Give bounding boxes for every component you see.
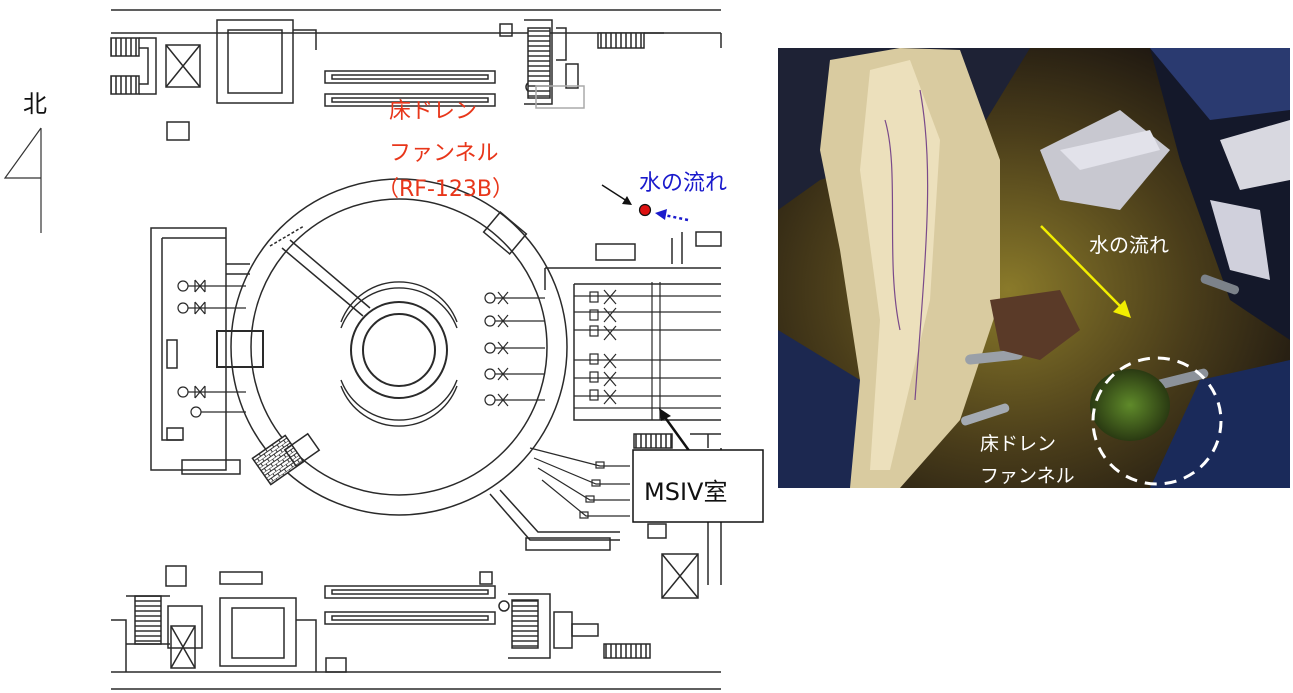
stair-bottom-right	[511, 599, 539, 649]
drain-label-line1: 床ドレン	[389, 99, 477, 124]
photo-drain-area	[1090, 369, 1170, 441]
msiv-label-box	[632, 449, 764, 523]
photo-water-flow-arrow	[1040, 225, 1121, 307]
plan-annotations: 床ドレン ファンネル （RF-123B） 水の流れ MSIV室	[377, 99, 764, 523]
vent-lower-right	[633, 433, 673, 449]
floor-plan	[110, 9, 722, 690]
stair-top-left	[110, 37, 157, 95]
containment-vessel	[230, 178, 568, 516]
photo-drain-circle	[1091, 356, 1223, 486]
valve-group-inner	[484, 291, 545, 407]
drain-marker-icon	[638, 203, 652, 217]
msiv-label: MSIV室	[644, 478, 727, 506]
north-arrow-icon	[3, 127, 42, 233]
msiv-piping	[574, 282, 721, 420]
equipment-box-x-lower	[661, 553, 699, 599]
photo-drain-label-line2: ファンネル	[980, 465, 1075, 487]
north-label: 北	[23, 90, 47, 118]
msiv-pointer-arrow	[662, 415, 692, 453]
vent-bottom-right	[603, 643, 651, 659]
equipment-box-x-bottom	[170, 625, 196, 669]
stair-top-right	[527, 27, 551, 99]
north-indicator: 北	[3, 90, 47, 233]
water-flow-label: 水の流れ	[639, 171, 727, 196]
photo-water-flow-label: 水の流れ	[1089, 233, 1169, 257]
drain-label-line2: ファンネル	[389, 141, 499, 166]
equipment-box-x	[165, 44, 201, 88]
stair-bottom-left	[134, 595, 162, 645]
site-photo: 水の流れ 床ドレン ファンネル	[778, 48, 1290, 488]
water-flow-arrow	[663, 213, 689, 222]
drain-label-line3: （RF-123B）	[377, 177, 514, 202]
photo-drain-label-line1: 床ドレン	[980, 433, 1056, 455]
vent-top-right	[597, 32, 645, 49]
lower-piping	[529, 447, 630, 519]
valve-group-left	[177, 279, 246, 418]
